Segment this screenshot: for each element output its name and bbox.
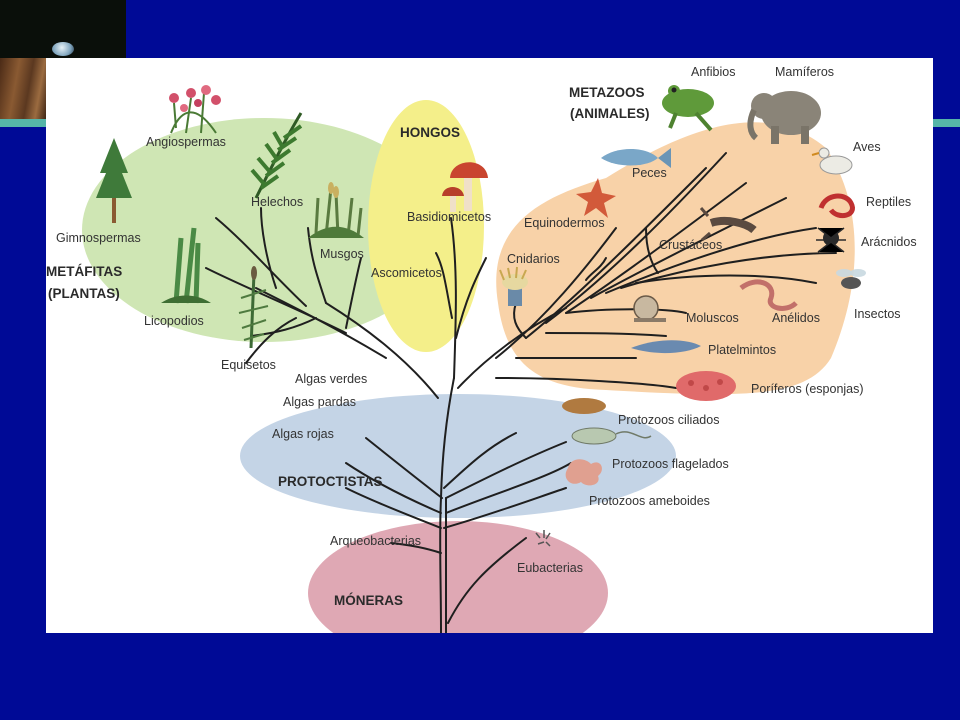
gimnosperma-tree-icon xyxy=(96,138,132,223)
label-peces: Peces xyxy=(632,166,667,180)
title-moneras: MÓNERAS xyxy=(334,593,403,608)
bacteria-icon xyxy=(535,530,551,547)
label-protozoos-ameboides: Protozoos ameboides xyxy=(589,494,710,508)
mushroom-icon xyxy=(442,162,488,212)
label-platelmintos: Platelmintos xyxy=(708,343,776,357)
label-aracnidos: Arácnidos xyxy=(861,235,917,249)
elephant-icon xyxy=(747,91,821,144)
licopodio-icon xyxy=(161,227,211,304)
title-plantas: (PLANTAS) xyxy=(48,286,120,301)
label-algas-rojas: Algas rojas xyxy=(272,427,334,441)
snail-icon xyxy=(633,295,666,322)
label-equinodermos: Equinodermos xyxy=(524,216,605,230)
animales-region xyxy=(496,122,855,395)
tree-branches xyxy=(205,152,837,633)
label-cnidarios: Cnidarios xyxy=(507,252,560,266)
snake-icon xyxy=(818,193,855,219)
title-protoctistas: PROTOCTISTAS xyxy=(278,474,383,489)
label-reptiles: Reptiles xyxy=(866,195,911,209)
fly-icon xyxy=(836,269,866,289)
amoeba-icon xyxy=(565,459,602,486)
label-mamiferos: Mamíferos xyxy=(775,65,834,79)
frog-icon xyxy=(662,85,714,132)
tree-of-life-diagram: Angiospermas Helechos Gimnospermas Musgo… xyxy=(46,65,917,633)
label-anelidos: Anélidos xyxy=(772,311,820,325)
lobster-icon xyxy=(699,207,757,242)
sponge-icon xyxy=(676,371,736,401)
label-licopodios: Licopodios xyxy=(144,314,204,328)
label-crustaceos: Crustáceos xyxy=(659,238,722,252)
flatworm-icon xyxy=(631,340,701,354)
helecho-fern-icon xyxy=(250,112,303,199)
title-metazoos: METAZOOS xyxy=(569,85,645,100)
label-protozoos-ciliados: Protozoos ciliados xyxy=(618,413,719,427)
title-hongos: HONGOS xyxy=(400,125,460,140)
label-insectos: Insectos xyxy=(854,307,901,321)
label-arqueobacterias: Arqueobacterias xyxy=(330,534,421,548)
earth-image xyxy=(52,42,74,56)
equiseto-icon xyxy=(238,266,269,349)
anemone-icon xyxy=(499,266,528,306)
label-aves: Aves xyxy=(853,140,881,154)
wood-texture-strip xyxy=(0,58,46,120)
label-anfibios: Anfibios xyxy=(691,65,735,79)
earthworm-icon xyxy=(739,279,798,311)
fish-icon xyxy=(601,148,671,168)
title-animales: (ANIMALES) xyxy=(570,106,650,121)
corner-photo xyxy=(0,0,126,58)
spider-icon xyxy=(816,227,846,253)
label-algas-verdes: Algas verdes xyxy=(295,372,367,386)
label-gimnospermas: Gimnospermas xyxy=(56,231,141,245)
teal-divider-right xyxy=(933,119,960,127)
label-equisetos: Equisetos xyxy=(221,358,276,372)
label-basidiomicetos: Basidiomicetos xyxy=(407,210,491,224)
moneras-region xyxy=(308,521,608,633)
label-eubacterias: Eubacterias xyxy=(517,561,583,575)
bird-icon xyxy=(811,147,853,175)
label-musgos: Musgos xyxy=(320,247,364,261)
starfish-icon xyxy=(576,178,616,218)
musgo-icon xyxy=(308,182,364,238)
flagellate-icon xyxy=(571,427,652,445)
teal-divider-left xyxy=(0,119,46,127)
title-metafitas: METÁFITAS xyxy=(46,264,122,279)
label-protozoos-flagelados: Protozoos flagelados xyxy=(612,457,729,471)
ciliate-icon xyxy=(562,398,606,414)
label-algas-pardas: Algas pardas xyxy=(283,395,356,409)
label-poriferos: Poríferos (esponjas) xyxy=(751,382,864,396)
label-moluscos: Moluscos xyxy=(686,311,739,325)
angiosperma-flowers-icon xyxy=(169,85,221,134)
label-ascomicetos: Ascomicetos xyxy=(371,266,442,280)
tree-of-life-panel: Angiospermas Helechos Gimnospermas Musgo… xyxy=(46,58,933,633)
protoctistas-region xyxy=(240,394,676,518)
label-angiospermas: Angiospermas xyxy=(146,135,226,149)
label-helechos: Helechos xyxy=(251,195,303,209)
